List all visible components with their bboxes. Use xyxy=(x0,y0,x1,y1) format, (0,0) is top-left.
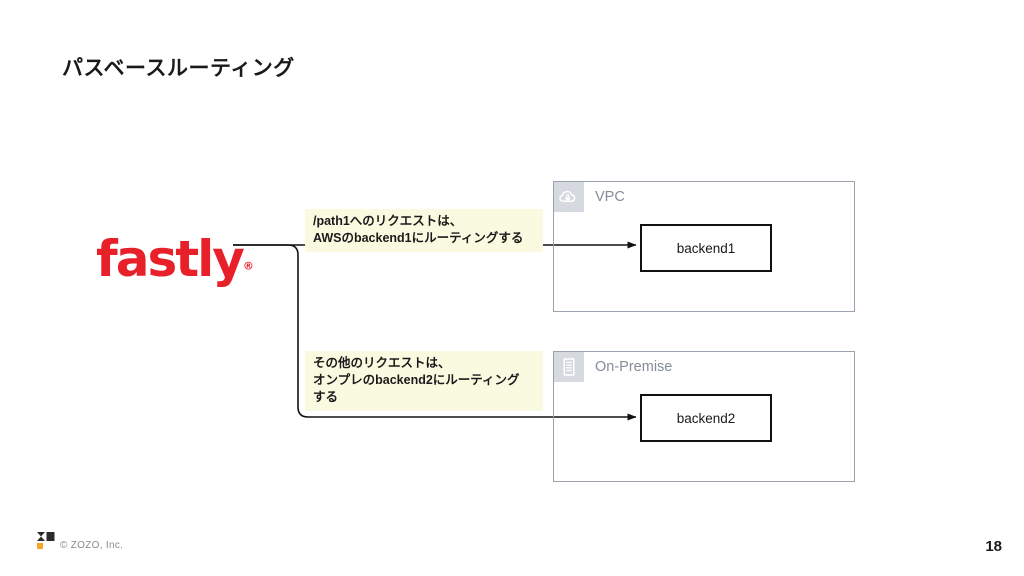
server-rack-icon xyxy=(554,352,584,382)
group-on-premise-header: On-Premise xyxy=(554,352,672,382)
callout-default-rule: その他のリクエストは、 オンプレのbackend2にルーティング する xyxy=(305,351,543,411)
group-vpc: VPC backend1 xyxy=(553,181,855,312)
page-number: 18 xyxy=(985,538,1002,555)
group-on-premise: On-Premise backend2 xyxy=(553,351,855,482)
group-vpc-header: VPC xyxy=(554,182,625,212)
zozo-logo-glyph xyxy=(37,532,55,549)
registered-trademark-icon: ® xyxy=(242,259,254,273)
group-vpc-label: VPC xyxy=(595,189,625,205)
connector-to-backend2 xyxy=(233,244,637,421)
node-backend2-label: backend2 xyxy=(676,410,736,426)
group-on-premise-label: On-Premise xyxy=(595,359,673,375)
server-rack-glyph xyxy=(563,358,575,376)
node-backend1-label: backend1 xyxy=(676,240,736,256)
fastly-wordmark: fastly xyxy=(96,230,245,288)
page-title: パスベースルーティング xyxy=(62,57,295,80)
copyright-text: © ZOZO, Inc. xyxy=(60,540,124,551)
node-backend1: backend1 xyxy=(640,224,772,272)
cloud-lock-glyph xyxy=(559,190,576,202)
fastly-logo: fastly® xyxy=(96,228,254,290)
callout-path1-rule: /path1へのリクエストは、 AWSのbackend1にルーティングする xyxy=(305,209,543,252)
node-backend2: backend2 xyxy=(640,394,772,442)
cloud-lock-icon xyxy=(554,182,584,212)
zozo-logo-icon xyxy=(36,530,56,550)
